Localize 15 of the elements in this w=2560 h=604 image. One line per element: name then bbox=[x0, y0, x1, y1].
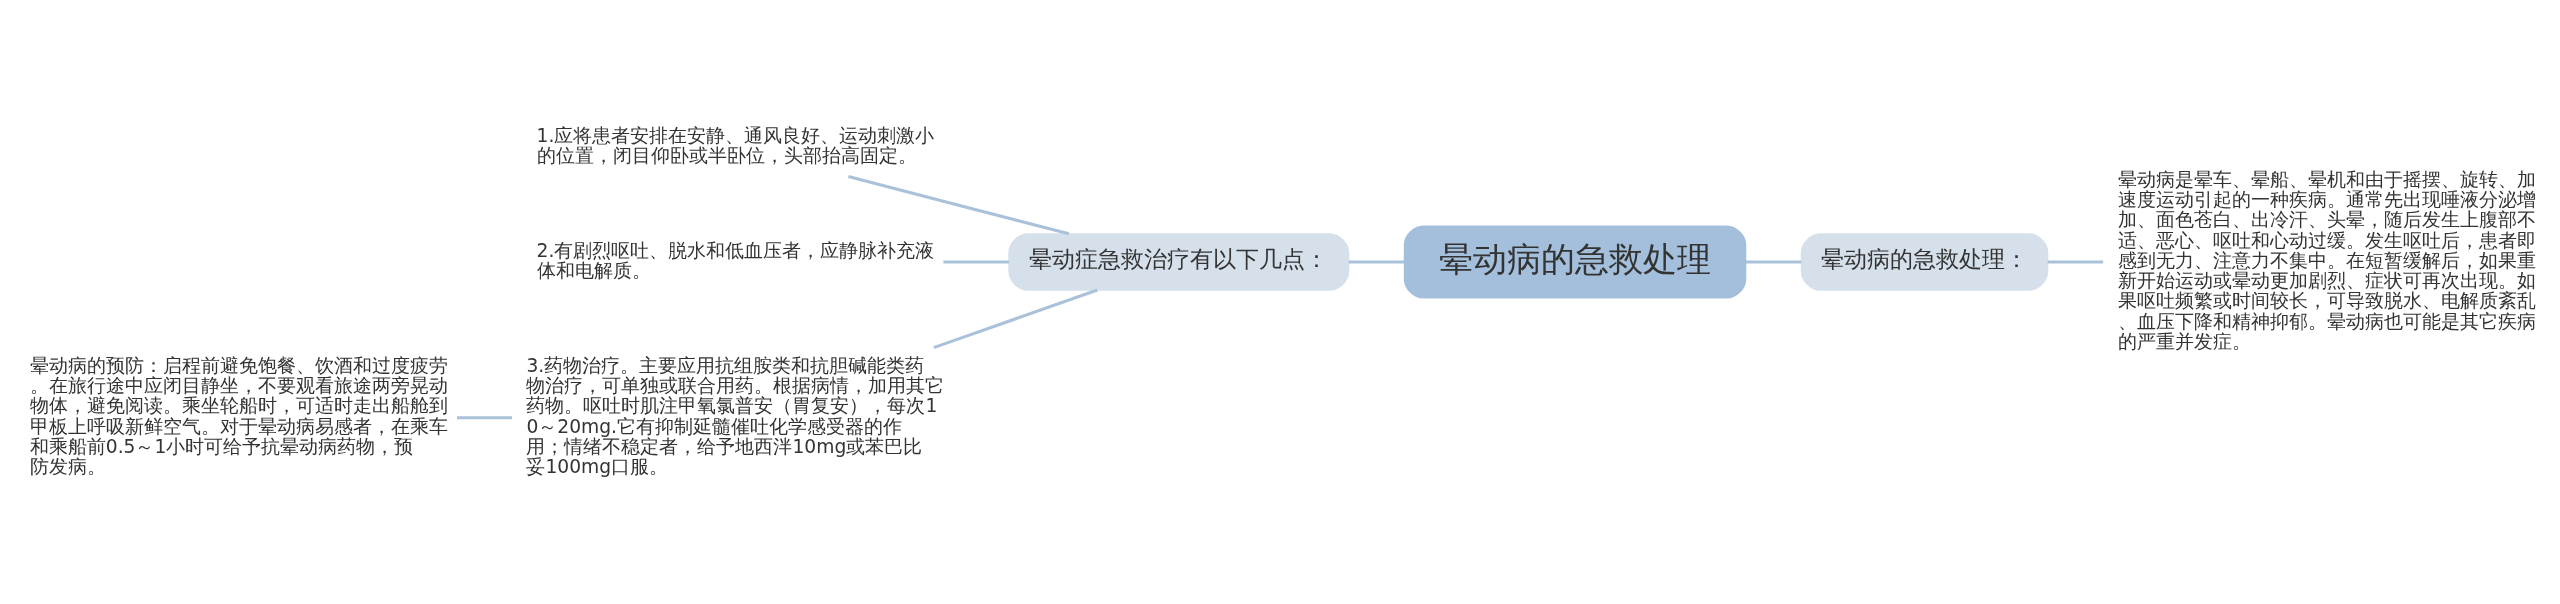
node-box: 晕动病的急救处理： bbox=[1800, 232, 2049, 291]
connector bbox=[2047, 259, 2104, 264]
node-text: 2.有剧烈呕吐、脱水和低血压者，应静脉补充液体和电解质。 bbox=[536, 239, 935, 281]
node-text: 1.应将患者安排在安静、通风良好、运动刺激小的位置，闭目仰卧或半卧位，头部抬高固定。 bbox=[536, 124, 935, 166]
connector bbox=[943, 259, 1009, 264]
connector bbox=[1348, 259, 1405, 264]
connector bbox=[1745, 259, 1802, 264]
node-text: 3.药物治疗。主要应用抗组胺类和抗胆碱能类药物治疗，可单独或联合用药。根据病情，加用其它药物。呕吐时肌注甲氧氯普安（胃复安），每次10～20mg.它有抑制延髓催吐化学感受器的作用；情绪不稳定者，给予地西泮10mg或苯巴比妥100mg口服。 bbox=[526, 354, 945, 477]
connector bbox=[848, 174, 1070, 235]
connector bbox=[933, 288, 1098, 349]
node-text: 晕动病是晕车、晕船、晕机和由于摇摆、旋转、加速度运动引起的一种疾病。通常先出现唾液分泌增加、面色苍白、出冷汗、头晕，随后发生上腹部不适、恶心、呕吐和心动过缓。发生呕吐后，患者即感到无力、注意力不集中。在短暂缓解后，如果重新开始运动或晕动更加剧烈、症状可再次出现。如果呕吐频繁或时间较长，可导致脱水、电解质紊乱、血压下降和精神抑郁。晕动病也可能是其它疾病的严重并发症。 bbox=[2117, 168, 2536, 352]
node-box: 晕动病的急救处理 bbox=[1403, 224, 1747, 299]
node-text: 晕动病的预防：启程前避免饱餐、饮酒和过度疲劳。在旅行途中应闭目静坐，不要观看旅途两旁晃动物体，避免阅读。乘坐轮船时，可适时走出船舱到甲板上呼吸新鲜空气。对于晕动病易感者，在乘车和乘船前0.5～1小时可给予抗晕动病药物，预防发病。 bbox=[29, 354, 448, 477]
node-box: 晕动症急救治疗有以下几点： bbox=[1008, 232, 1350, 291]
connector bbox=[457, 415, 513, 419]
